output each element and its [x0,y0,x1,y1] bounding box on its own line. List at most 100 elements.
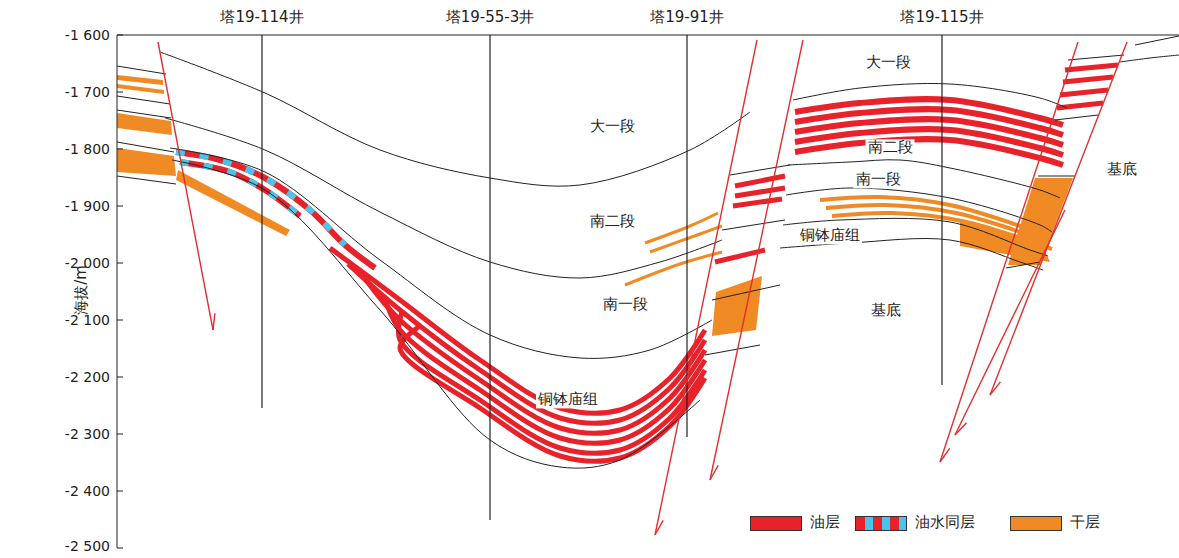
oil-layer [715,65,1118,262]
horizon-line [117,142,174,152]
axis-tick-label: -2 500 [65,538,110,554]
formation-label: 铜钵庙组 [536,391,600,408]
dry-layer [645,213,718,243]
dry-layer [625,213,722,285]
oil-layer [735,176,785,186]
fault-line [158,40,1127,535]
axis-tick-label: -1 600 [65,27,110,43]
oil-layer [733,199,782,206]
dry-layer [117,75,1073,336]
legend-text: 油层 [810,514,840,531]
well-line [489,35,490,520]
y-axis [117,35,118,548]
well-name: 塔19-114井 [220,9,303,26]
axis-title: 海拔/m [73,265,90,315]
formation-label: 大一段 [864,54,913,71]
horizon-line [705,345,760,355]
axis-tick-label: -2 300 [65,426,110,442]
oil-layer [180,162,300,216]
horizon-line [730,165,790,175]
oil-layer [1057,103,1103,108]
legend-swatch [1010,516,1062,531]
horizon-line [1055,115,1098,120]
well-name: 塔19-91井 [650,9,724,26]
horizon-line [783,218,1048,256]
horizon-line [786,188,1052,232]
axis-tick [117,92,123,93]
oil-layer [1063,77,1113,82]
formation-label: 大一段 [588,118,637,135]
horizon-line [117,36,1179,468]
well-name: 塔19-115井 [900,9,983,26]
axis-tick [117,35,123,36]
oil-layer [1065,65,1118,70]
well-name: 塔19-55-3井 [446,9,535,26]
fault-arrow [655,520,663,535]
axis-tick-label: -1 800 [65,141,110,157]
fault-line [955,210,1065,435]
axis-tick [117,377,123,378]
horizon-line [793,83,1067,108]
formation-label: 南一段 [601,296,650,313]
axis-tick [117,434,123,435]
dry-layer [117,84,164,94]
fault-line [710,40,803,480]
horizon-line [1135,36,1179,45]
formation-label: 南二段 [588,213,637,230]
fault-arrow [955,423,967,435]
dry-layer [1008,178,1073,265]
axis-tick [117,263,123,264]
legend-swatch [750,516,802,531]
axis-tick [117,491,123,492]
oil-layer [735,188,785,196]
axis-tick [117,149,123,150]
horizon-line [160,52,750,186]
well-line [261,35,262,408]
horizon-line [117,110,171,118]
oil-layer [795,139,1063,165]
horizon-line [117,176,176,184]
oil-layer [176,152,375,268]
fault-arrow [213,313,215,330]
formation-label: 基底 [1105,161,1139,178]
horizon-line [117,66,166,74]
fault-line [655,40,757,535]
formation-label: 南一段 [854,171,903,188]
legend-text: 油水同层 [915,514,975,531]
formation-label: 基底 [869,302,903,319]
oil-water-layer [180,162,300,216]
horizon-line [712,285,780,300]
frame [117,35,1179,548]
horizon-line [788,160,1060,198]
horizon-line [1006,262,1040,268]
axis-tick [117,320,123,321]
oil-layer [795,99,1063,165]
oil-layer [176,152,375,268]
formation-label: 南二段 [866,139,915,156]
fault-arrow [940,448,950,462]
horizon-line [1120,55,1179,62]
axis-tick-label: -1 700 [65,84,110,100]
fault-line [990,42,1127,395]
legend-swatch [855,516,907,531]
dry-layer [117,113,172,135]
dry-layer [117,148,176,176]
horizon-line [1038,176,1075,177]
axis-tick-label: -1 900 [65,198,110,214]
horizon-line [722,220,785,230]
formation-label: 铜钵庙组 [798,227,862,244]
fault-arrow [213,313,1000,535]
horizon-line [117,96,170,104]
legend-text: 干层 [1070,514,1100,531]
axis-tick [117,548,123,549]
dry-layer [117,75,163,85]
well-line [941,35,942,385]
oil-layer [330,248,705,413]
horizon-line [165,118,722,278]
horizon-line [170,148,712,358]
dry-layer [650,226,722,252]
fault-line [158,42,213,330]
oil-layer [330,248,705,461]
